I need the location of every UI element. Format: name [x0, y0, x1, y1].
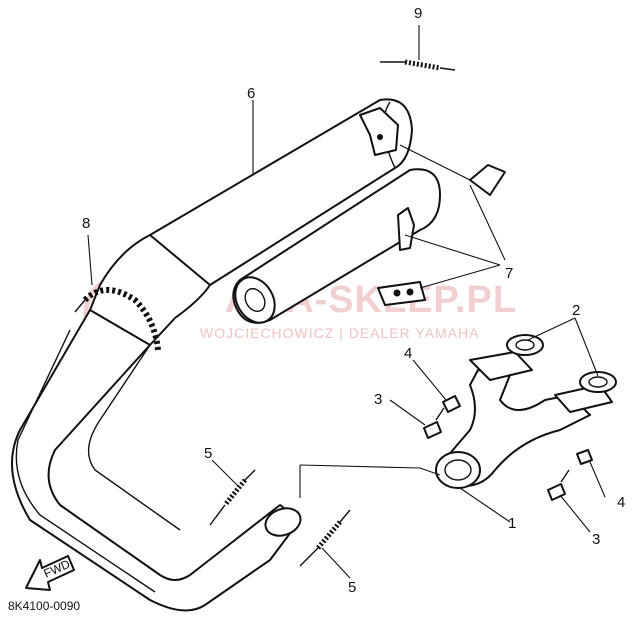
- callout-8: 8: [82, 215, 90, 232]
- gasket-upper: [506, 334, 544, 356]
- rubber-pad: [469, 164, 506, 196]
- spring-lower: [299, 509, 351, 567]
- nut-lower: [576, 449, 593, 465]
- callout-9: 9: [414, 5, 422, 22]
- callout-2: 2: [572, 302, 580, 319]
- header-pipe: [11, 309, 302, 612]
- callout-6: 6: [247, 85, 255, 102]
- callout-5-lower: 5: [348, 579, 356, 596]
- callout-4-upper: 4: [404, 345, 412, 362]
- callout-5-upper: 5: [204, 445, 212, 462]
- y-manifold: [435, 351, 613, 489]
- forward-arrow-icon: FWD: [25, 555, 75, 591]
- lower-bracket: [377, 207, 426, 306]
- spring-top: [380, 59, 456, 71]
- callout-1: 1: [508, 515, 516, 532]
- nut-upper: [442, 395, 461, 413]
- watermark-subtitle: WOJCIECHOWICZ | DEALER YAMAHA: [200, 325, 479, 341]
- spring-left: [209, 469, 256, 526]
- drawing-code: 8K4100-0090: [8, 599, 80, 613]
- callout-3-upper: 3: [374, 391, 382, 408]
- upper-bracket: [359, 107, 399, 156]
- gasket-lower: [579, 371, 617, 393]
- leader-lines: [87, 25, 606, 579]
- callout-4-lower: 4: [617, 494, 625, 511]
- heat-wrap: [74, 287, 161, 351]
- callout-3-lower: 3: [592, 531, 600, 548]
- callout-labels: 9 6 8 7 2 4 3 5 4 1 3 5: [82, 5, 625, 596]
- bolt-right: [547, 469, 570, 501]
- bolt-left: [423, 407, 445, 439]
- muffler: [89, 98, 441, 346]
- callout-7: 7: [505, 265, 513, 282]
